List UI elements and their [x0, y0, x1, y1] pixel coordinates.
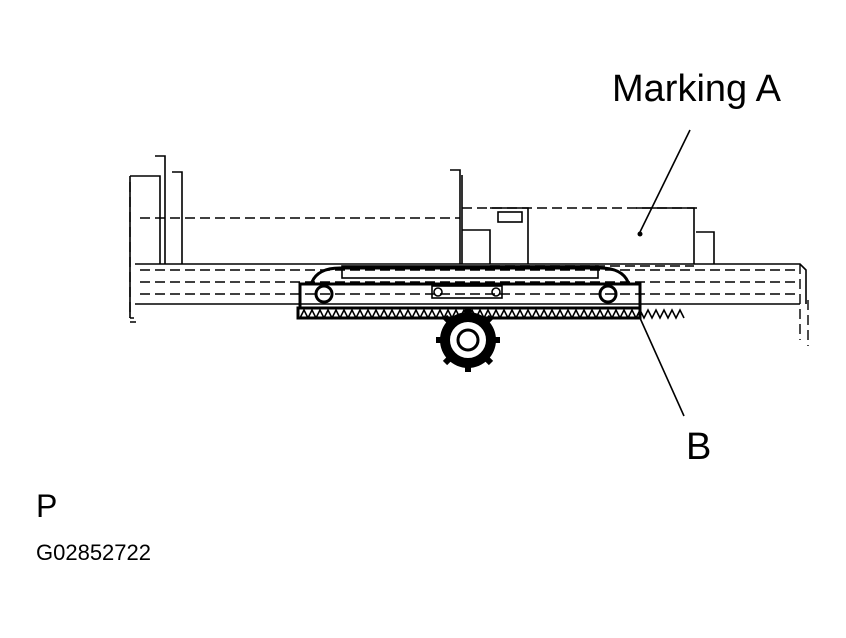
label-marking-a: Marking A [612, 68, 781, 110]
hidden-lines [129, 182, 809, 346]
slider-carriage [298, 265, 642, 310]
figure-id: G02852722 [36, 540, 151, 565]
leader-line-b [639, 317, 685, 417]
view-label: P [36, 488, 58, 524]
pinion-gear [436, 308, 500, 372]
leader-lines [637, 129, 691, 417]
frame-outline [129, 155, 807, 323]
label-b: B [686, 426, 712, 468]
gear-rack [296, 306, 685, 320]
leader-line-marking-a [639, 129, 691, 233]
